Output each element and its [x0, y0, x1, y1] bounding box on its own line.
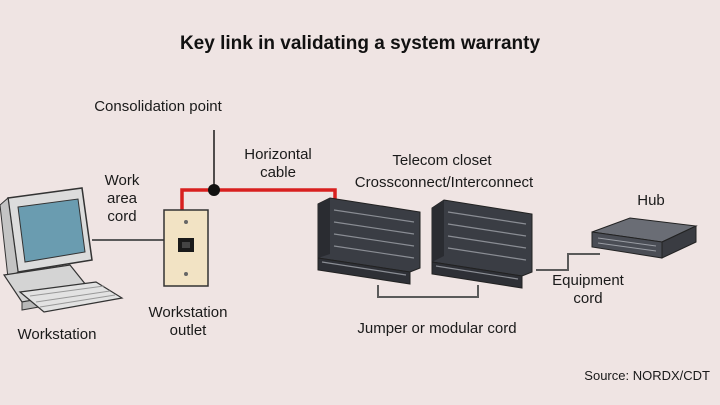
wall-outlet-icon [163, 209, 209, 287]
workstation-computer-icon [0, 187, 124, 313]
jumper-cord-line [377, 285, 479, 298]
patch-panel-icon [317, 197, 421, 285]
workstation-label: Workstation [17, 326, 97, 343]
patch-panel-icon [431, 199, 533, 289]
diagram-title: Key link in validating a system warranty [179, 33, 541, 54]
telecom-closet-label: Telecom closet [392, 152, 492, 169]
source-label: Source: NORDX/CDT [584, 368, 710, 383]
jumper-cord-label: Jumper or modular cord [357, 320, 517, 337]
horizontal-cable-label: Horizontal cable [244, 146, 312, 181]
hub-label: Hub [637, 192, 665, 209]
workstation-outlet-label: Workstation outlet [148, 304, 228, 339]
consolidation-point-dot [208, 184, 220, 196]
equipment-cord-label: Equipment cord [552, 272, 624, 307]
crossconnect-label: Crossconnect/Interconnect [354, 174, 534, 191]
equipment-cord-line [536, 253, 600, 271]
horizontal-cable-line [180, 188, 337, 215]
hub-icon [591, 217, 698, 259]
consolidation-point-label: Consolidation point [94, 98, 222, 115]
work-area-cord-label: Work area cord [104, 172, 140, 225]
